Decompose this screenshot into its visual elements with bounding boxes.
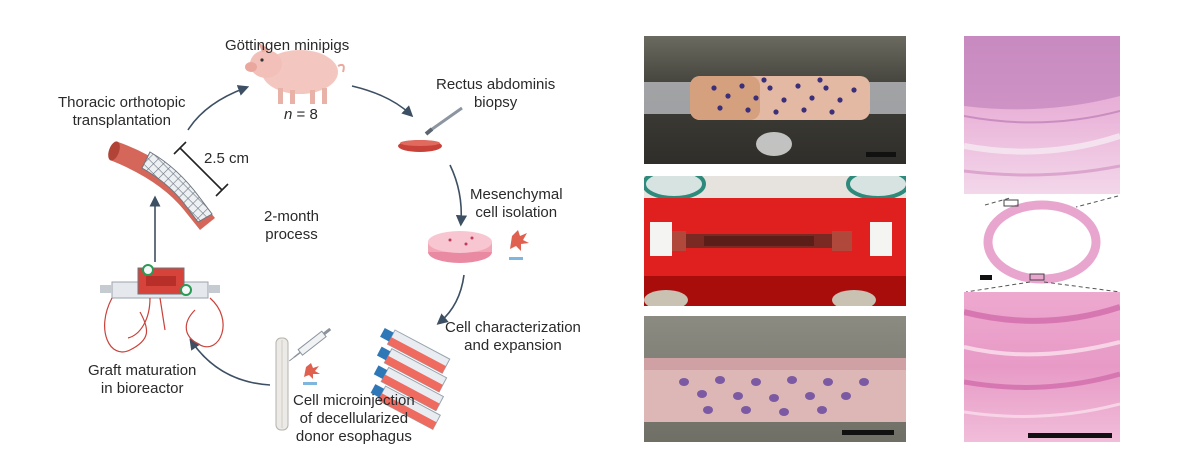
arrow-to-characterization <box>436 274 465 325</box>
arrow-to-isolation <box>449 164 468 227</box>
characterization-label: Cell characterization and expansion <box>445 319 581 354</box>
histology-top <box>964 36 1120 194</box>
scale-bar-histology <box>1028 433 1112 438</box>
arrow-to-bioreactor <box>189 338 271 386</box>
maturation-label: Graft maturation in bioreactor <box>88 362 197 397</box>
scale-bar-1 <box>866 152 896 157</box>
biopsy-label: Rectus abdominis biopsy <box>436 76 556 111</box>
decellularized-esophagus-icon <box>275 337 289 431</box>
stented-graft-icon <box>108 141 215 230</box>
culture-flasks-icon <box>370 327 451 431</box>
arrow-to-biopsy <box>351 85 414 118</box>
sample-size-label: n = 8 <box>284 106 318 123</box>
injection-dots <box>711 77 857 115</box>
bioreactor-icon <box>100 264 224 353</box>
pig-icon <box>245 42 345 104</box>
minipigs-label: Göttingen minipigs <box>225 37 350 54</box>
isolation-label: Mesenchymal cell isolation <box>470 186 563 221</box>
stained-injection-sites <box>679 376 869 416</box>
histology-bottom <box>964 292 1120 442</box>
process-schematic <box>100 42 529 431</box>
cycle-arrows <box>149 85 468 386</box>
scale-bar-3 <box>842 430 894 435</box>
cell-icon <box>509 230 529 260</box>
transplantation-label: Thoracic orthotopic transplantation <box>58 94 186 129</box>
graft-length-bracket <box>173 141 229 197</box>
arrow-to-pigs <box>187 85 250 131</box>
scale-bar-crosssection <box>980 275 992 280</box>
graft-photo-mandrel <box>644 36 906 164</box>
microinjection-label: Cell microinjection of decellularized do… <box>293 392 415 445</box>
process-duration-label: 2-month process <box>264 208 320 243</box>
syringe-icon <box>288 327 332 385</box>
biopsy-tissue-icon <box>398 106 463 152</box>
graft-photo-closeup <box>644 316 906 442</box>
graft-length-label: 2.5 cm <box>204 150 250 167</box>
bioreactor-photo <box>644 176 906 306</box>
petri-dish-icon <box>428 231 492 263</box>
